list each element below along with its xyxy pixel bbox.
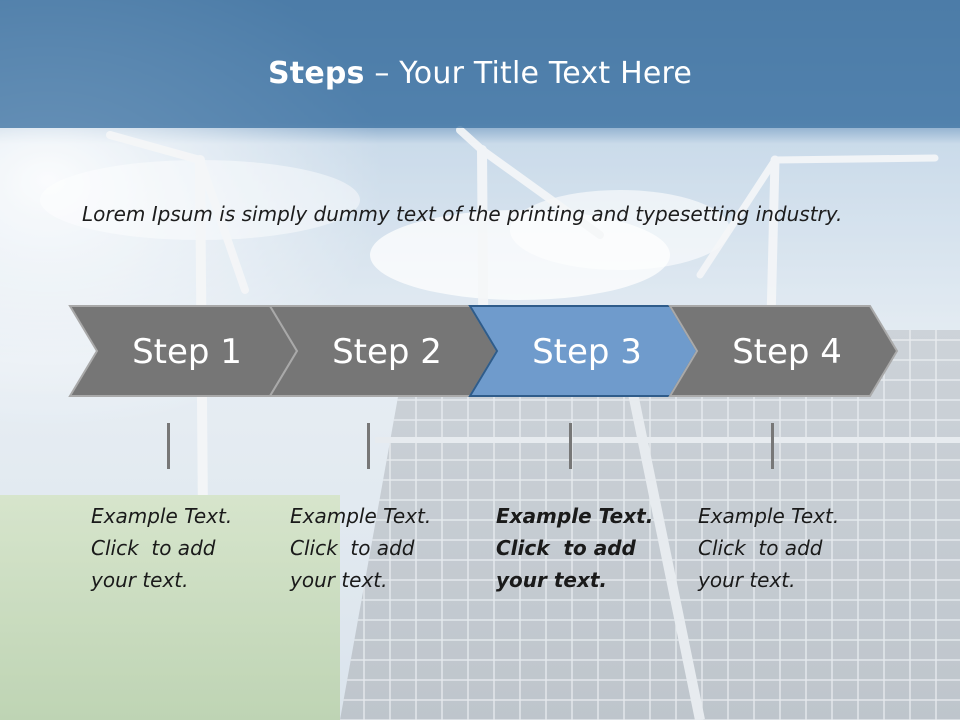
intro-text: Lorem Ipsum is simply dummy text of the … [82,202,843,226]
step-4-connector [771,423,774,469]
note-line: Click to add [91,536,216,560]
step-4-note[interactable]: Example Text. Click to add your text. [698,500,878,596]
note-line: Example Text. [91,504,233,528]
note-line: Example Text. [290,504,432,528]
note-line: Example Text. [496,504,654,528]
step-2-note[interactable]: Example Text. Click to add your text. [290,500,470,596]
step-3-label: Step 3 [532,332,642,372]
step-2-connector [367,423,370,469]
note-line: Click to add [698,536,823,560]
note-line: your text. [698,568,796,592]
note-line: your text. [91,568,189,592]
note-line: your text. [290,568,388,592]
step-1-note[interactable]: Example Text. Click to add your text. [91,500,271,596]
step-3-note[interactable]: Example Text. Click to add your text. [496,500,676,596]
title-rest: – Your Title Text Here [364,56,693,91]
note-line: Example Text. [698,504,840,528]
note-line: Click to add [290,536,415,560]
page-title: Steps – Your Title Text Here [0,56,960,91]
title-bold: Steps [267,56,365,91]
step-1-connector [167,423,170,469]
step-4-chevron[interactable] [668,305,899,397]
step-2-label: Step 2 [332,332,442,372]
note-line: Click to add [496,536,636,560]
note-line: your text. [496,568,608,592]
step-1-label: Step 1 [132,332,242,372]
step-3-connector [569,423,572,469]
step-4-label: Step 4 [732,332,842,372]
